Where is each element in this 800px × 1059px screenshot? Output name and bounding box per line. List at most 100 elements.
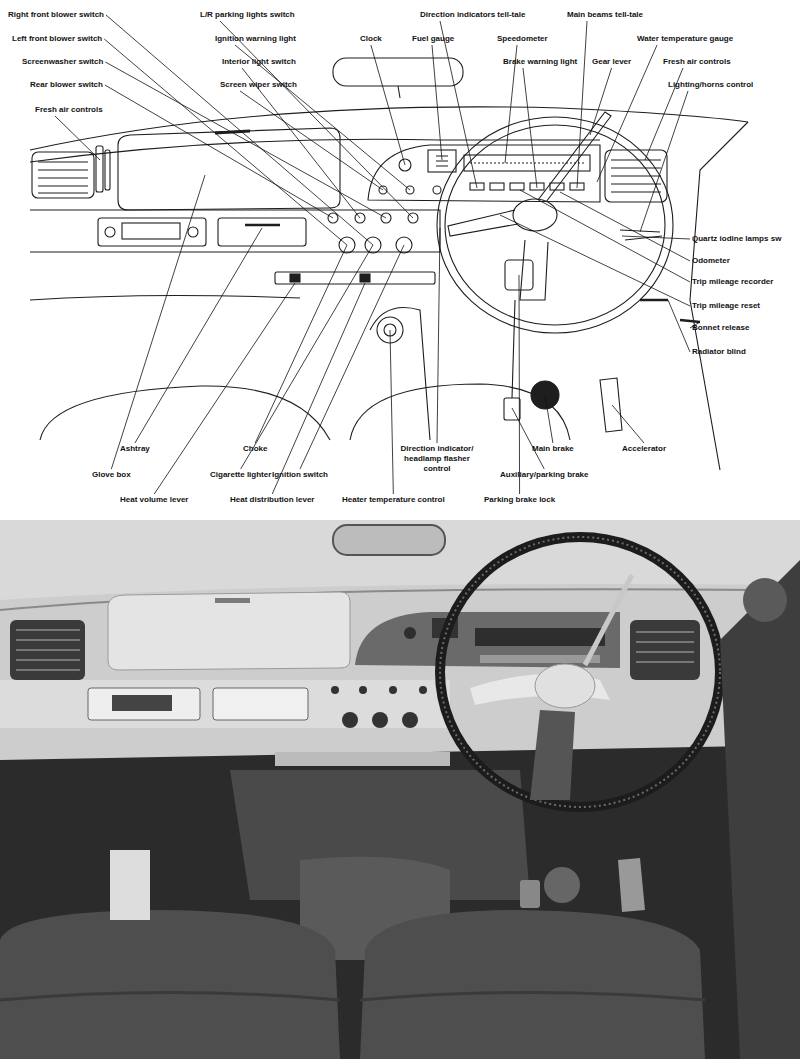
- dashboard-line-drawing-shape: [32, 152, 94, 198]
- part-label: Trip mileage reset: [692, 301, 760, 311]
- dashboard-line-drawing-shape: [550, 183, 564, 190]
- dashboard-line-drawing-shape: [105, 150, 110, 190]
- dashboard-line-drawing-shape: [433, 186, 441, 194]
- dashboard-photo-shape: [743, 578, 787, 622]
- part-label: Screen wiper switch: [220, 80, 297, 90]
- leader-line: [104, 39, 347, 245]
- part-label: Main beams tell-tale: [567, 10, 643, 20]
- dashboard-photo-shape: [0, 680, 450, 728]
- dashboard-line-drawing-shape: [445, 125, 665, 325]
- dashboard-line-drawing-shape: [520, 240, 548, 300]
- leader-line: [242, 68, 360, 218]
- dashboard-photo-shape: [108, 592, 350, 670]
- leader-line: [390, 330, 393, 494]
- dashboard-line-drawing-shape: [680, 320, 700, 322]
- part-label: Cigarette lighter: [210, 470, 271, 480]
- part-label: Heat distribution lever: [230, 495, 314, 505]
- dashboard-line-drawing-shape: [370, 308, 430, 441]
- dashboard-line-drawing-shape: [640, 299, 668, 302]
- dashboard-line-drawing-shape: [40, 386, 330, 440]
- leader-line: [235, 45, 410, 190]
- part-label: Ignition warning light: [215, 34, 296, 44]
- dashboard-line-drawing-shape: [368, 145, 600, 202]
- part-label: Direction indicators tell-tale: [420, 10, 525, 20]
- dashboard-photo-shape: [213, 688, 308, 720]
- leader-line: [640, 91, 688, 232]
- leader-line: [220, 21, 413, 218]
- leader-line: [255, 245, 347, 443]
- dashboard-line-drawing-shape: [218, 218, 306, 246]
- dashboard-photo-shape: [618, 858, 645, 912]
- dashboard-line-drawing-shape: [30, 210, 440, 252]
- part-label: Fresh air controls: [663, 57, 731, 67]
- dashboard-line-drawing-shape: [513, 199, 557, 231]
- dashboard-photo-shape: [389, 686, 397, 694]
- part-label: Glove box: [92, 470, 131, 480]
- part-label: Lighting/horns control: [668, 80, 753, 90]
- dashboard-line-drawing-shape: [600, 378, 622, 432]
- dashboard-line-drawing-shape: [398, 86, 400, 98]
- part-label: Radiator blind: [692, 347, 746, 357]
- leader-lines: [55, 15, 700, 494]
- leader-line: [105, 62, 386, 218]
- dashboard-photo-shape: [342, 712, 358, 728]
- dashboard-line-drawing-shape: [245, 224, 280, 227]
- dashboard-photo-shape: [544, 867, 580, 903]
- leader-line: [432, 45, 442, 160]
- leader-line: [111, 175, 205, 469]
- dashboard-photo-shape: [535, 664, 595, 708]
- leader-line: [512, 408, 544, 469]
- dashboard-photo-shape: [331, 686, 339, 694]
- part-label: Rear blower switch: [30, 80, 103, 90]
- dashboard-photo-shape: [402, 712, 418, 728]
- dashboard-line-drawing-shape: [275, 272, 435, 284]
- dashboard-photo-shape: [16, 630, 80, 670]
- dashboard-line-drawing-shape: [690, 122, 748, 470]
- part-label: Odometer: [692, 256, 730, 266]
- dashboard-line-drawing-shape: [428, 150, 456, 172]
- dashboard-line-drawing-shape: [490, 183, 504, 190]
- dashboard-line-drawing-shape: [333, 58, 463, 86]
- leader-line: [241, 245, 373, 469]
- dashboard-line-drawing-shape: [538, 112, 611, 202]
- dashboard-line-drawing-shape: [510, 183, 524, 190]
- part-label: Interior light switch: [222, 57, 296, 67]
- dashboard-line-drawing-shape: [96, 146, 103, 192]
- dashboard-photo-shape: [0, 584, 800, 760]
- part-label: Right front blower switch: [8, 10, 104, 20]
- dashboard-photo-shape: [0, 520, 800, 1059]
- dashboard-photo-shape: [333, 525, 445, 555]
- dashboard-photo-shape: [372, 712, 388, 728]
- leader-line: [154, 283, 295, 494]
- part-label: Clock: [360, 34, 382, 44]
- dashboard-photo-shape: [520, 880, 540, 908]
- part-label: Heat volume lever: [120, 495, 188, 505]
- dashboard-photo-shape: [88, 688, 200, 720]
- dashboard-photo-shape: [360, 993, 705, 1001]
- leader-line: [560, 192, 690, 261]
- dashboard-line-drawing-shape: [290, 274, 300, 282]
- leader-line: [519, 275, 521, 494]
- leader-line: [622, 236, 690, 239]
- part-label: Accelerator: [622, 444, 666, 454]
- dashboard-line-drawing-shape: [512, 300, 515, 398]
- dashboard-line-drawing-shape: [437, 117, 673, 333]
- leader-line: [55, 116, 100, 160]
- leader-line: [300, 245, 404, 469]
- part-label: Choke: [243, 444, 267, 454]
- part-label: Auxiliary/parking brake: [500, 470, 588, 480]
- dashboard-photo-shape: [630, 620, 700, 680]
- leader-line: [371, 45, 405, 165]
- leader-line: [240, 91, 383, 190]
- dashboard-photo-shape: [480, 655, 600, 663]
- dashboard-line-drawing-shape: [38, 162, 88, 193]
- leader-line: [668, 300, 690, 352]
- leader-line: [612, 405, 644, 443]
- dashboard-photo-shape: [419, 686, 427, 694]
- part-label: Brake warning light: [503, 57, 577, 67]
- leader-line: [437, 228, 440, 443]
- leader-line: [577, 21, 587, 188]
- dashboard-line-drawing-shape: [188, 227, 198, 237]
